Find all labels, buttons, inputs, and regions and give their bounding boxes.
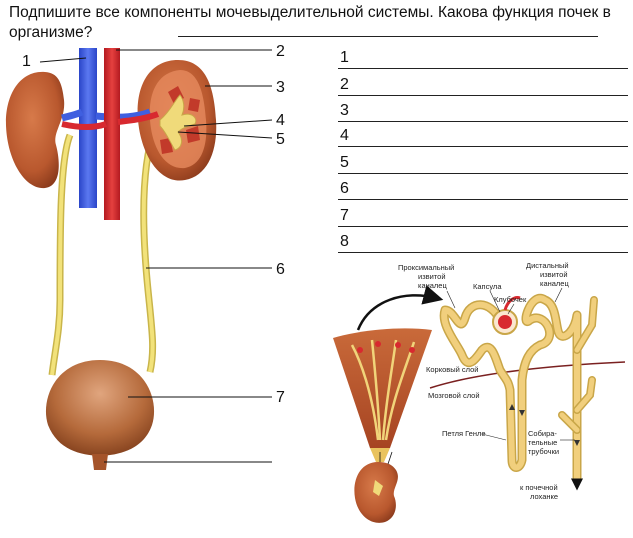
callout-numbers: 1 2 3 4 5 6 7	[22, 43, 285, 406]
callout-4: 4	[276, 112, 285, 129]
callout-1: 1	[22, 53, 31, 70]
label-medulla: Мозговой слой	[428, 391, 480, 400]
ureter-right	[140, 118, 162, 373]
label-henle: Петля Генле	[442, 429, 486, 438]
answer-line-5[interactable]: 5	[338, 149, 628, 174]
ureter-left	[48, 133, 74, 376]
callout-lines	[39, 49, 273, 463]
kidney-slice-cone	[333, 328, 432, 448]
aorta	[61, 48, 160, 220]
label-capsule: Капсула	[473, 282, 502, 291]
right-kidney-section	[137, 60, 217, 181]
callout-6: 6	[276, 261, 285, 278]
label-glomerulus: Клубочек	[494, 295, 527, 304]
label-proximal: Проксимальный извитой каналец	[398, 263, 456, 290]
nephron-inset: Проксимальный извитой каналец Капсула Кл…	[333, 261, 626, 523]
urinary-bladder	[45, 360, 155, 470]
answer-line-6[interactable]: 6	[338, 175, 628, 200]
left-kidney	[5, 71, 65, 189]
callout-3: 3	[276, 79, 285, 96]
answer-line-7[interactable]: 7	[338, 202, 628, 227]
callout-5: 5	[276, 131, 285, 148]
label-pelvis: к почечной лоханке	[520, 483, 560, 501]
answer-line-3[interactable]: 3	[338, 97, 628, 122]
answer-line-1[interactable]: 1	[338, 44, 628, 69]
answer-line-8[interactable]: 8	[338, 228, 628, 253]
label-cortex: Корковый слой	[426, 365, 478, 374]
callout-7: 7	[276, 389, 285, 406]
glomerulus	[498, 315, 512, 329]
question-answer-line[interactable]	[178, 36, 598, 37]
label-distal: Дистальный извитой каналец	[526, 261, 571, 288]
question-text: Подпишите все компоненты мочевыделительн…	[9, 4, 611, 41]
answer-line-4[interactable]: 4	[338, 122, 628, 147]
callout-2: 2	[276, 43, 285, 60]
label-collecting: Собира- тельные трубочки	[528, 429, 559, 456]
answer-line-2[interactable]: 2	[338, 71, 628, 96]
